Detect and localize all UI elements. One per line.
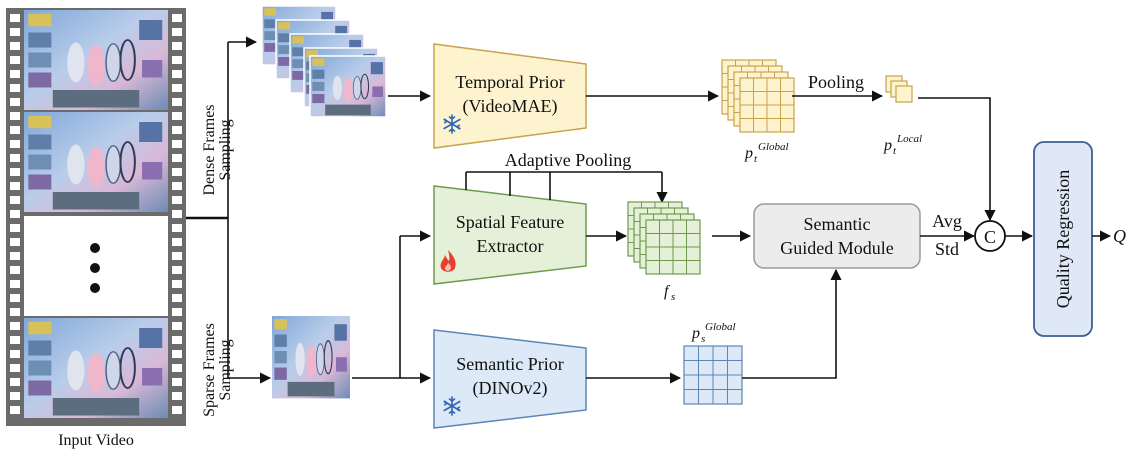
svg-text:t: t	[893, 145, 897, 157]
video-frame-1	[22, 8, 170, 112]
svg-text:Local: Local	[896, 133, 922, 145]
output-q-label: Q	[1113, 226, 1126, 246]
avg-label: Avg	[932, 211, 962, 231]
semantic-global-feature	[683, 345, 743, 405]
svg-text:Semantic Prior: Semantic Prior	[456, 354, 563, 374]
semantic-prior-block: Semantic Prior (DINOv2)	[433, 329, 587, 429]
svg-text:Global: Global	[705, 321, 736, 333]
svg-text:Temporal Prior: Temporal Prior	[455, 72, 564, 92]
svg-text:t: t	[754, 153, 758, 165]
film-strip-icon	[6, 8, 186, 426]
svg-text:Guided Module: Guided Module	[780, 238, 893, 258]
ps-global-label: p s Global	[691, 321, 736, 345]
pooling-label: Pooling	[808, 72, 864, 92]
svg-text:Quality Regression: Quality Regression	[1053, 170, 1073, 308]
svg-text:s: s	[671, 291, 675, 303]
spatial-extractor-block: Spatial Feature Extractor	[433, 185, 587, 285]
dense-sampling-label: Dense Frames	[201, 104, 218, 195]
adaptive-pooling-connector: Adaptive Pooling	[465, 150, 668, 204]
semantic-guided-module: Semantic Guided Module	[753, 203, 921, 269]
dense-frames-stack	[261, 5, 387, 118]
svg-text:C: C	[984, 227, 996, 247]
svg-text:(DINOv2): (DINOv2)	[473, 378, 548, 399]
flame-icon	[440, 250, 456, 272]
svg-text:Spatial Feature: Spatial Feature	[456, 212, 564, 232]
temporal-global-feature	[721, 59, 795, 133]
svg-text:Sparse Frames: Sparse Frames	[201, 323, 218, 417]
temporal-prior-block: Temporal Prior (VideoMAE)	[433, 43, 587, 149]
adaptive-pooling-label: Adaptive Pooling	[505, 150, 632, 170]
svg-text:Global: Global	[758, 141, 789, 153]
spatial-feature-fs	[627, 201, 701, 275]
temporal-local-feature	[885, 75, 913, 103]
svg-text:s: s	[701, 333, 705, 345]
pt-global-label: p t Global	[744, 141, 789, 165]
pt-local-label: p t Local	[883, 133, 922, 157]
svg-text:Semantic: Semantic	[804, 214, 871, 234]
concat-node: C	[974, 220, 1006, 252]
svg-text:p: p	[691, 325, 700, 342]
svg-text:p: p	[883, 137, 892, 154]
svg-text:f: f	[664, 283, 671, 300]
sparse-sampling-label: Sparse Frames	[201, 323, 218, 417]
svg-text:p: p	[744, 145, 753, 162]
svg-text:Sampling: Sampling	[217, 339, 234, 400]
video-frame-2	[22, 110, 170, 214]
sparse-frame	[271, 315, 351, 400]
svg-text:Extractor: Extractor	[477, 236, 544, 256]
svg-text:(VideoMAE): (VideoMAE)	[463, 96, 558, 117]
quality-regression-block: Quality Regression	[1033, 141, 1093, 337]
svg-text:Sampling: Sampling	[217, 119, 234, 180]
video-frame-3	[22, 316, 170, 420]
input-video-label: Input Video	[58, 432, 134, 449]
fs-label: f s	[664, 283, 675, 303]
std-label: Std	[935, 239, 959, 259]
svg-text:Dense Frames: Dense Frames	[201, 104, 218, 195]
